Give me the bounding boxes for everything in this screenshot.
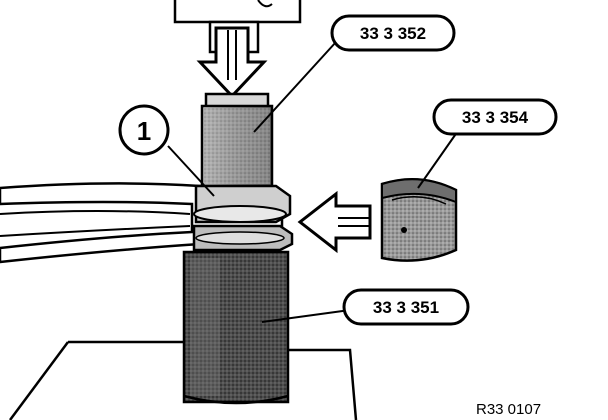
receiving-sleeve [182,250,290,405]
arrow-down-icon [196,26,268,99]
item-number-badge: 1 [118,104,170,156]
callout-clip-label: 33 3 354 [462,108,529,127]
leader-lines [167,41,461,323]
press-base [8,340,358,420]
callout-clip: 33 3 354 [432,98,558,136]
callout-sleeve: 33 3 351 [342,288,470,326]
bushing-rings [192,184,294,252]
item-number-label: 1 [137,116,151,146]
press-pin-cylinder [200,92,274,188]
callout-tool-top-label: 33 3 352 [360,24,426,43]
clip-half-shell [380,178,458,262]
arrow-left-icon [297,190,372,254]
callout-tool-top: 33 3 352 [330,14,456,52]
callout-sleeve-label: 33 3 351 [373,298,439,317]
figure-reference: R33 0107 [476,401,541,418]
